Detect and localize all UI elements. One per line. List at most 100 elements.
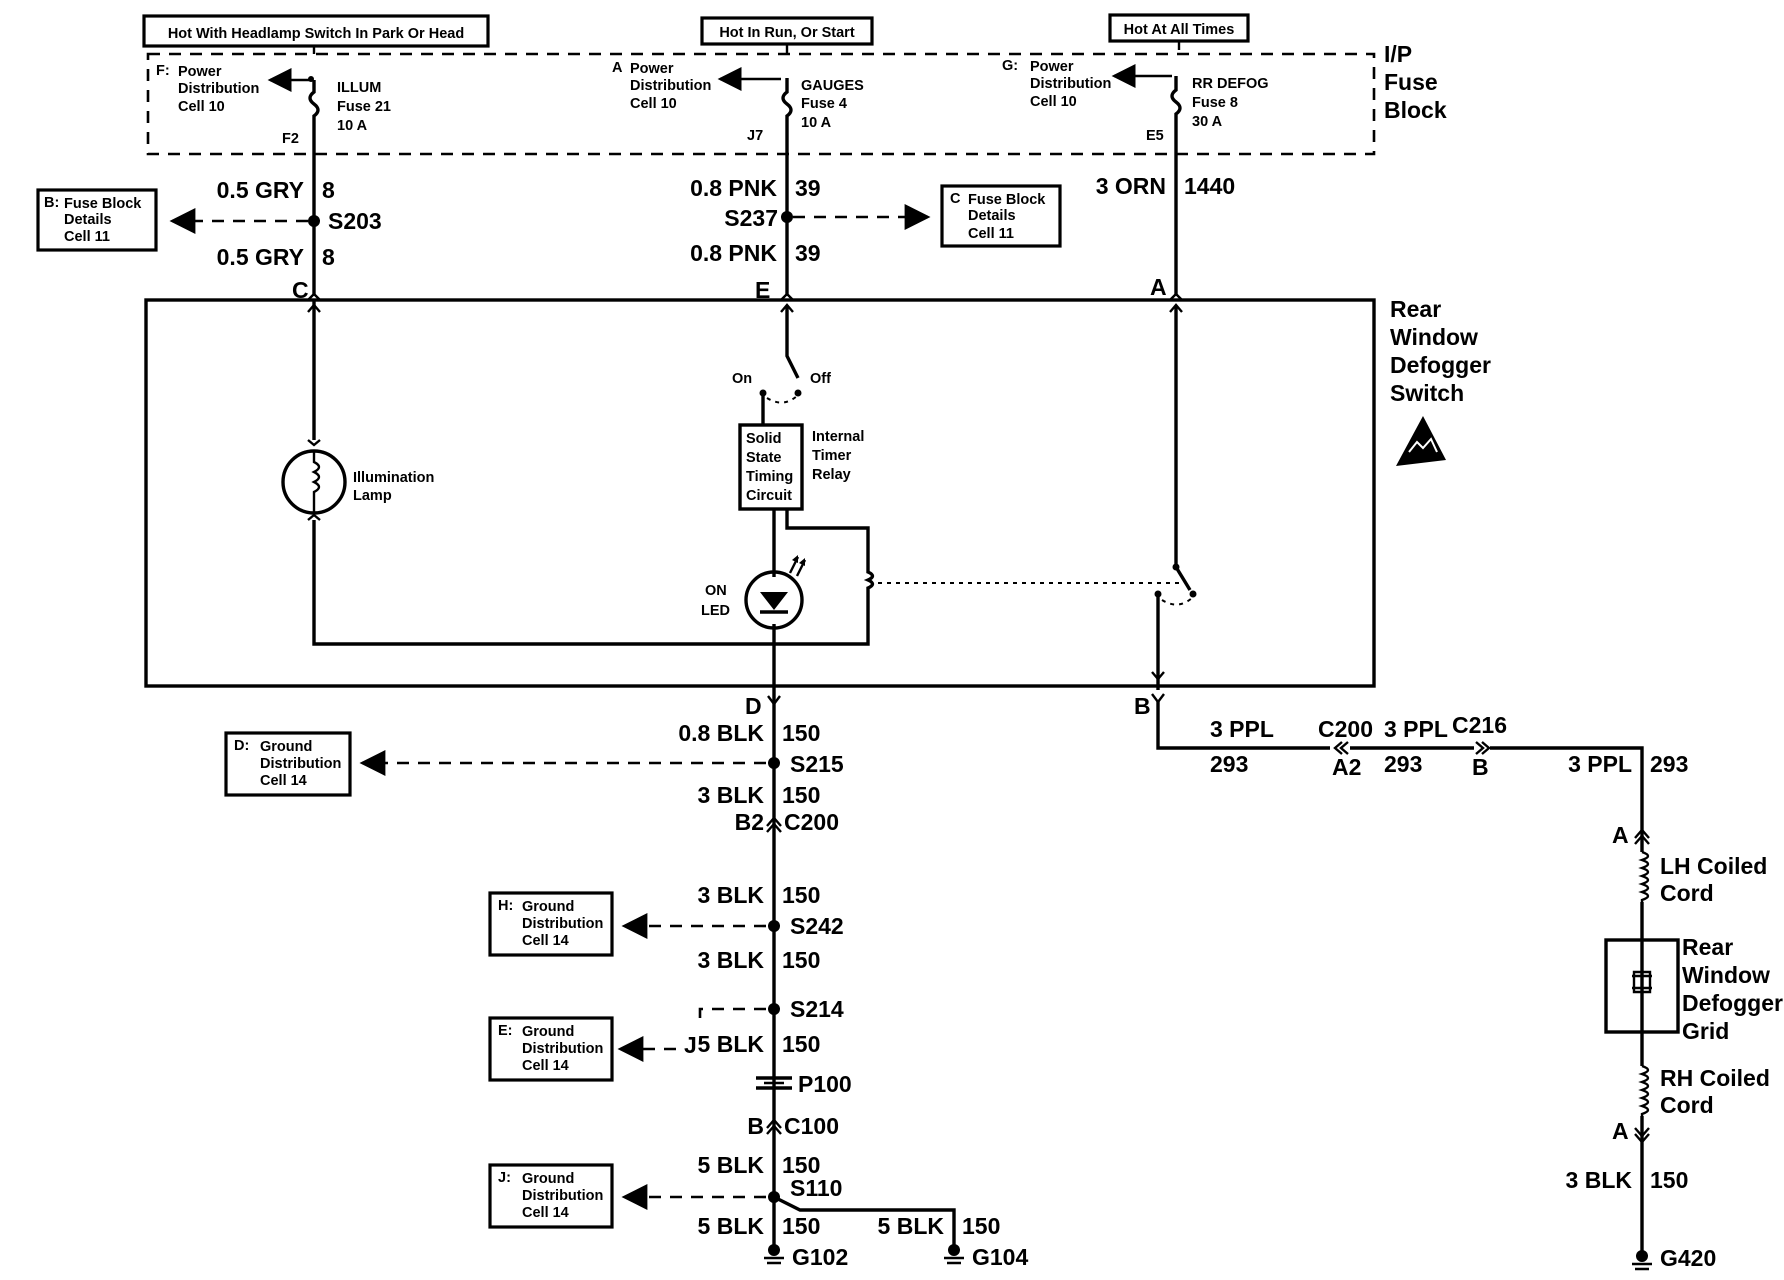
lh-cord-label-2: Cord: [1660, 880, 1714, 906]
switch-title-2: Window: [1390, 324, 1478, 350]
connector-rh-pin: A: [1612, 1118, 1629, 1144]
wire-blk-s214-circuit: 150: [782, 1031, 820, 1057]
wire-blk-g102-gauge: 5 BLK: [698, 1213, 765, 1239]
connector-c200-ppl-label: C200: [1318, 716, 1373, 742]
defogger-switch: Rear Window Defogger Switch C E A Illumi…: [144, 274, 1491, 690]
splice-s214-dot: [768, 1003, 780, 1015]
fuse-gauges: A Power Distribution Cell 10 GAUGES Fuse…: [612, 60, 864, 296]
relay-label-3: Relay: [812, 467, 851, 483]
fuse-block-label-3: Block: [1384, 97, 1447, 123]
connector-c200-label: C200: [784, 809, 839, 835]
wire-pnk-top-gauge: 0.8 PNK: [690, 175, 777, 201]
header-always: Hot At All Times: [1108, 13, 1250, 43]
wire-ppl-1-circuit: 293: [1210, 751, 1248, 777]
grid-label-1: Rear: [1682, 934, 1733, 960]
lh-cord-label-1: LH Coiled: [1660, 853, 1767, 879]
fuse-block-label-2: Fuse: [1384, 69, 1438, 95]
switch-pin-a: A: [1150, 274, 1167, 300]
switch-pin-e: E: [755, 277, 770, 303]
wire-blk-d-gauge: 0.8 BLK: [678, 720, 764, 746]
fuse-defog-amp: 30 A: [1192, 114, 1223, 130]
relay-coil-icon: [865, 570, 874, 590]
ref-ground-j-letter: J:: [498, 1170, 511, 1186]
ref-ground-h-1: Ground: [522, 899, 574, 915]
ground-g420-icon: [1632, 1250, 1652, 1271]
fuse-illum-ref-2: Distribution: [178, 81, 259, 97]
ground-g102-icon: [764, 1244, 784, 1265]
wire-orn-circuit: 1440: [1184, 173, 1235, 199]
ground-g104-icon: [944, 1244, 964, 1265]
wire-blk-g420-circuit: 150: [1650, 1167, 1688, 1193]
fuse-gauges-number: Fuse 4: [801, 96, 847, 112]
fuse-gauges-terminal: J7: [747, 128, 763, 144]
relay-label-2: Timer: [812, 448, 852, 464]
ref-fuse-c-letter: C: [950, 191, 961, 207]
fuse-defog-name: RR DEFOG: [1192, 76, 1269, 92]
fuse-gauges-ref-3: Cell 10: [630, 96, 677, 112]
fuse-defog: G: Power Distribution Cell 10 RR DEFOG F…: [1002, 58, 1269, 296]
ip-fuse-block: I/P Fuse Block: [146, 41, 1447, 156]
ref-ground-j-3: Cell 14: [522, 1205, 569, 1221]
fuse-block-label-1: I/P: [1384, 41, 1412, 67]
fuse-gauges-ref-letter: A: [612, 60, 623, 76]
ref-ground-e-2: Distribution: [522, 1041, 603, 1057]
switch-off-label: Off: [810, 371, 831, 387]
wire-pnk-top-circuit: 39: [795, 175, 821, 201]
fuse-defog-number: Fuse 8: [1192, 95, 1238, 111]
fuse-gauges-name: GAUGES: [801, 78, 864, 94]
header-run: Hot In Run, Or Start: [700, 16, 874, 46]
relay-label-1: Internal: [812, 429, 864, 445]
wire-blk-c200-circuit: 150: [782, 882, 820, 908]
splice-s214-label: S214: [790, 996, 844, 1022]
ref-ground-d-3: Cell 14: [260, 773, 307, 789]
rh-cord-label-2: Cord: [1660, 1092, 1714, 1118]
ref-ground-e-letter: E:: [498, 1023, 513, 1039]
illumination-lamp-icon: [281, 449, 347, 515]
fuse-illum-ref-3: Cell 10: [178, 99, 225, 115]
solid-state-timing-circuit: Solid State Timing Circuit: [738, 423, 804, 511]
fuse-gauges-ref-1: Power: [630, 61, 674, 77]
ref-fuse-c-2: Details: [968, 208, 1016, 224]
connector-c216-label: C216: [1452, 712, 1507, 738]
wire-ppl-1-gauge: 3 PPL: [1210, 716, 1274, 742]
lamp-label-1: Illumination: [353, 470, 434, 486]
grid-label-4: Grid: [1682, 1018, 1729, 1044]
switch-title-4: Switch: [1390, 380, 1464, 406]
switch-pin-b: B: [1134, 693, 1151, 719]
splice-s110-label: S110: [790, 1175, 842, 1201]
splice-s215-label: S215: [790, 751, 844, 777]
connector-c216-pin: B: [1472, 754, 1489, 780]
ground-g420-label: G420: [1660, 1245, 1716, 1271]
wire-gry-top-gauge: 0.5 GRY: [217, 177, 304, 203]
ref-fuse-b-2: Details: [64, 212, 112, 228]
fuse-defog-ref-2: Distribution: [1030, 76, 1111, 92]
switch-pin-d: D: [745, 693, 762, 719]
wire-pnk-bottom-circuit: 39: [795, 240, 821, 266]
ppl-circuit: B 3 PPL 293 C200 A2 3 PPL 293 C216 B 3 P…: [1134, 693, 1783, 1271]
wire-blk-s242-circuit: 150: [782, 947, 820, 973]
header-illum-label: Hot With Headlamp Switch In Park Or Head: [168, 26, 464, 42]
grid-label-3: Defogger: [1682, 990, 1783, 1016]
fuse-defog-ref-3: Cell 10: [1030, 94, 1077, 110]
ref-ground-h-3: Cell 14: [522, 933, 569, 949]
wire-blk-c100-gauge: 5 BLK: [698, 1152, 765, 1178]
ref-ground-e-3: Cell 14: [522, 1058, 569, 1074]
switch-title-1: Rear: [1390, 296, 1441, 322]
ref-fuse-c-1: Fuse Block: [968, 192, 1046, 208]
fuse-illum-terminal: F2: [282, 131, 299, 147]
ref-fuse-c-3: Cell 11: [968, 226, 1014, 242]
wire-blk-c100-circuit: 150: [782, 1152, 820, 1178]
timer-label-4: Circuit: [746, 488, 792, 504]
ref-ground-h-2: Distribution: [522, 916, 603, 932]
header-illum: Hot With Headlamp Switch In Park Or Head: [142, 14, 490, 48]
wire-ppl-3-gauge: 3 PPL: [1568, 751, 1632, 777]
fuse-illum-ref-letter: F:: [156, 63, 170, 79]
wire-ppl-3-circuit: 293: [1650, 751, 1688, 777]
led-label-1: ON: [705, 583, 727, 599]
pnk-circuit: 0.8 PNK 39 S237 0.8 PNK 39: [690, 175, 931, 266]
wire-blk-g104-circuit: 150: [962, 1213, 1000, 1239]
connector-c100-pin: B: [747, 1113, 764, 1139]
fuse-illum-amp: 10 A: [337, 118, 368, 134]
splice-s242-dot: [768, 920, 780, 932]
